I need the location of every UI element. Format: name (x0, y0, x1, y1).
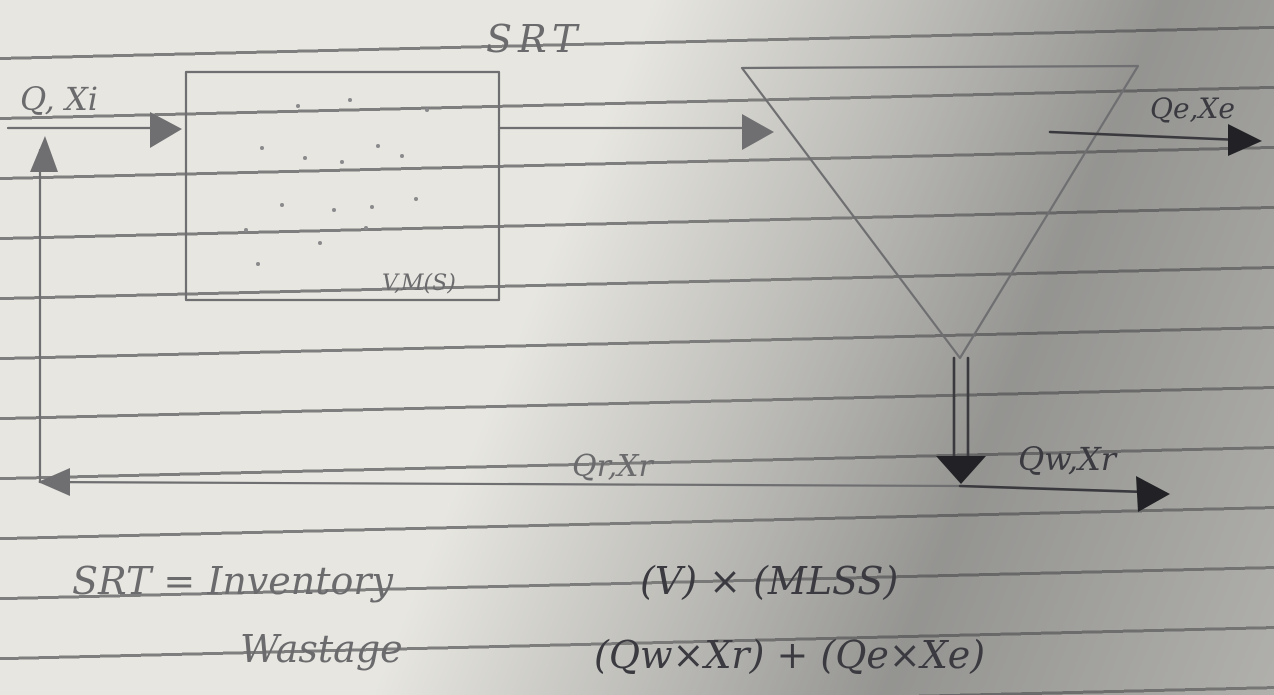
tank-biomass-dots (244, 98, 429, 266)
equation-lhs-line2: Wastage (240, 627, 403, 671)
waste-arrow-icon (1136, 476, 1170, 512)
diagram-title: SRT (486, 17, 583, 61)
underflow-arrow-icon (936, 456, 986, 484)
secondary-clarifier (740, 64, 1140, 360)
effluent-label: Qe,Xe (1150, 92, 1235, 125)
recycle-line (38, 480, 962, 488)
srt-equation: SRT = Inventory Wastage (V) × (MLSS) (Qw… (72, 559, 985, 677)
effluent-arrow-icon (1228, 124, 1262, 156)
recycle-label: Qr,Xr (572, 449, 655, 484)
influent-arrow-icon (150, 112, 182, 148)
tank-label: V,M(S) (382, 271, 456, 296)
equation-numerator: (V) × (MLSS) (640, 559, 898, 603)
effluent-line (1048, 130, 1242, 142)
recycle-up-arrow-icon (30, 136, 58, 172)
influent-label: Q, Xi (20, 80, 98, 118)
waste-label: Qw,Xr (1018, 440, 1118, 478)
equation-denominator: (Qw×Xr) + (Qe×Xe) (594, 633, 985, 677)
equation-lhs-line1: SRT = Inventory (72, 559, 394, 603)
recycle-arrow-icon (38, 468, 70, 496)
mixed-liquor-arrow-icon (742, 114, 774, 150)
waste-line (958, 484, 1147, 494)
aeration-tank (184, 70, 501, 302)
